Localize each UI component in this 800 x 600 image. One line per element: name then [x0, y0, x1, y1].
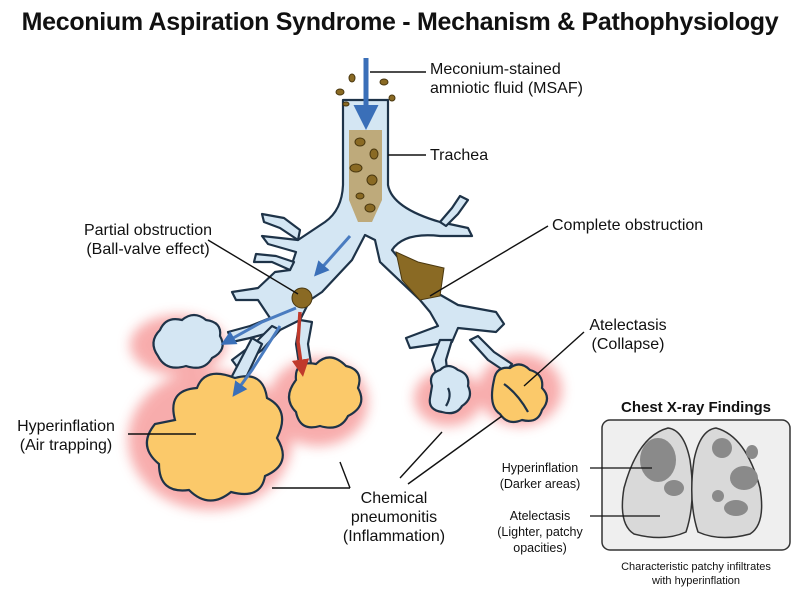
label-pneumonitis-3: (Inflammation) [343, 528, 445, 545]
airflow-arrow-alveoli-1 [220, 306, 297, 345]
label-complete: Complete obstruction [552, 217, 703, 234]
label-atelectasis-1: Atelectasis [589, 317, 666, 334]
airflow-arrow-alveoli-2 [232, 325, 282, 397]
xray-atel-2: (Lighter, patchy [497, 525, 583, 539]
label-hyperinflation-1: Hyperinflation [17, 418, 115, 435]
xray-panel: Chest X-ray Findings Hyperinflation (Dar… [497, 399, 791, 587]
meconium-plugs [291, 73, 445, 309]
xray-atel-3: opacities) [513, 541, 567, 555]
label-partial-1: Partial obstruction [84, 222, 212, 239]
xray-hyper-1: Hyperinflation [502, 461, 578, 475]
label-trachea: Trachea [430, 147, 488, 164]
label-msaf-2: amniotic fluid (MSAF) [430, 80, 583, 97]
xray-atel-1: Atelectasis [510, 509, 570, 523]
alveoli-ventilated-left [152, 313, 224, 369]
airflow-arrows [220, 58, 379, 397]
xray-hyper-2: (Darker areas) [500, 477, 581, 491]
main-labels: Meconium-stained amniotic fluid (MSAF) T… [17, 61, 703, 545]
label-atelectasis-2: (Collapse) [592, 336, 665, 353]
xray-title: Chest X-ray Findings [621, 399, 771, 416]
diagram-title: Meconium Aspiration Syndrome - Mechanism… [21, 8, 779, 36]
airflow-arrow-left [314, 235, 352, 277]
airway-tree [212, 98, 514, 406]
alveoli-collapsed-right [428, 364, 472, 415]
label-partial-2: (Ball-valve effect) [86, 241, 209, 258]
label-pneumonitis-1: Chemical [361, 490, 428, 507]
leader-lines [128, 71, 585, 489]
xray-caption-2: with hyperinflation [651, 575, 740, 587]
trapped-air-arrow [291, 311, 310, 377]
alveoli-hyperinflated-large [145, 372, 284, 502]
xray-dark-patches [640, 438, 758, 516]
label-hyperinflation-2: (Air trapping) [20, 437, 112, 454]
xray-caption-1: Characteristic patchy infiltrates [621, 561, 771, 573]
label-pneumonitis-2: pneumonitis [351, 509, 437, 526]
label-msaf-1: Meconium-stained [430, 61, 561, 78]
